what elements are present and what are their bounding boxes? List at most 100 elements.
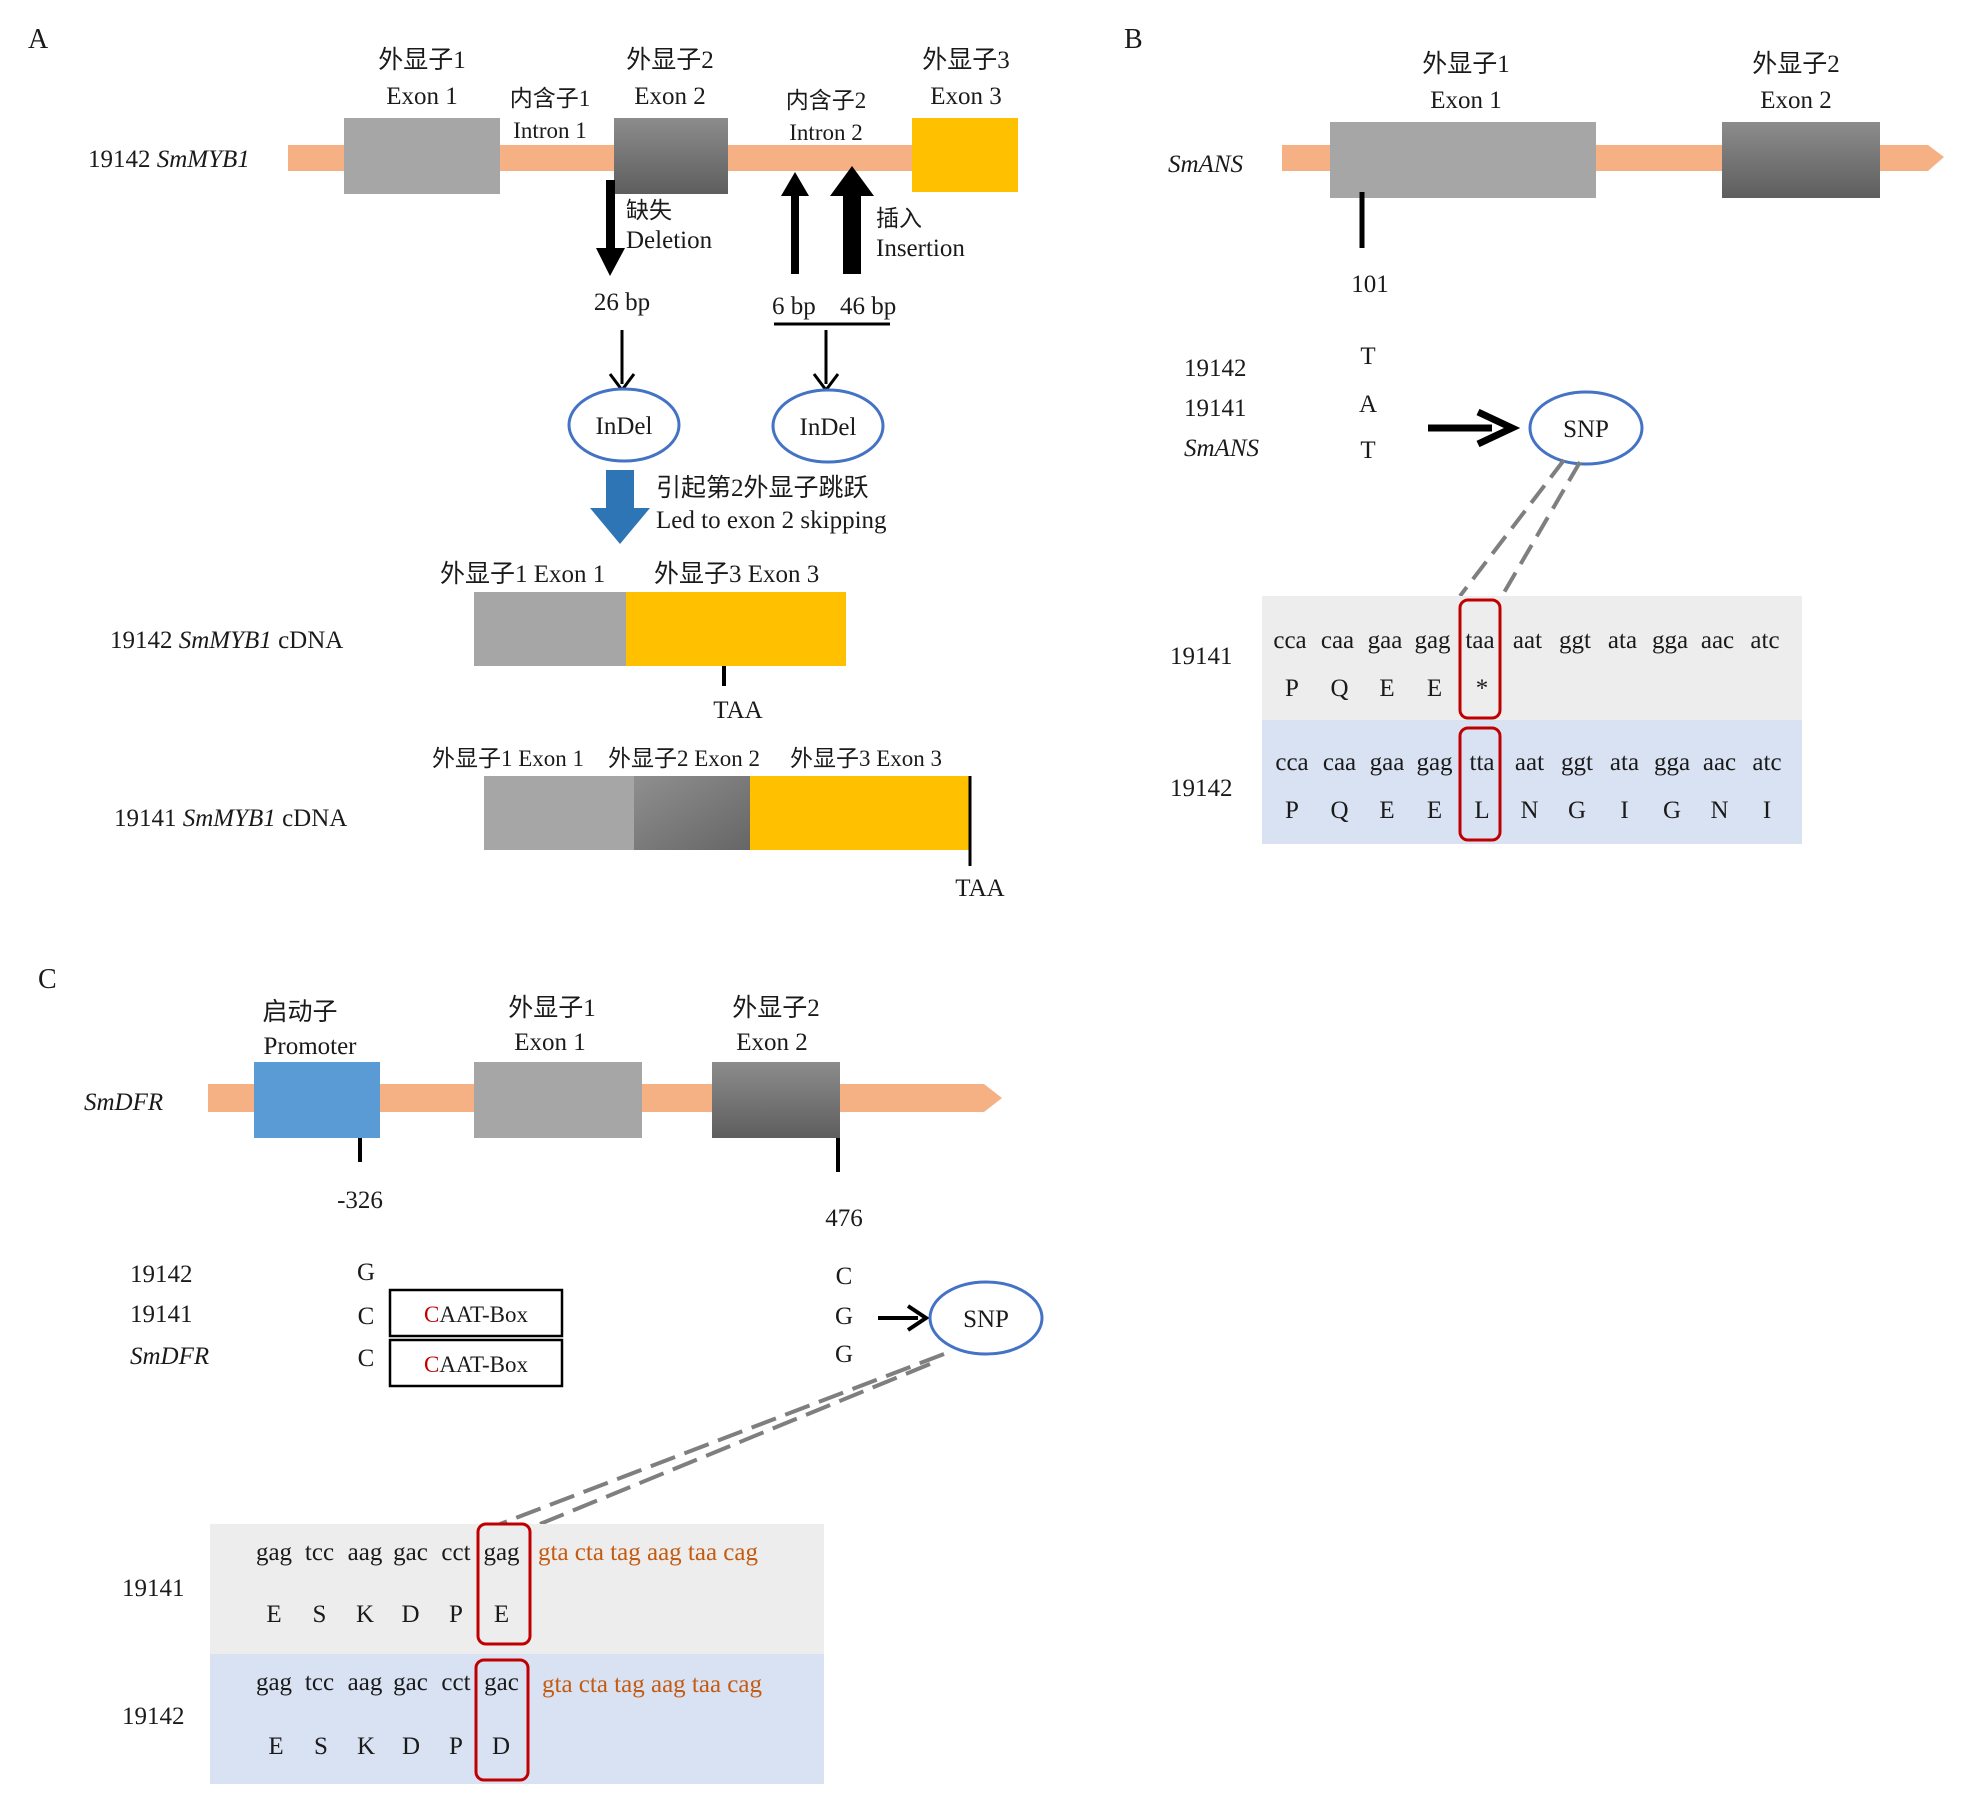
panel-c-seq-19141-tail: gta cta tag aag taa cag: [538, 1539, 758, 1566]
c-19142-aa-5: D: [492, 1733, 510, 1760]
panel-c-highlight-19141: [476, 1522, 532, 1646]
blue-down-arrow-icon: [590, 470, 650, 544]
panel-a-insertion-en: Insertion: [876, 235, 965, 262]
panel-c-row1-b1: G: [357, 1259, 375, 1286]
arrow-right-icon: [878, 1304, 930, 1332]
panel-c-seq-19141-bg: [210, 1524, 824, 1654]
panel-a-cdna2-exon2: [634, 776, 750, 850]
c-19142-aa-4: P: [449, 1733, 463, 1760]
panel-c-caat-box-1: [388, 1288, 564, 1338]
c-19141-codon-5: gag: [483, 1539, 520, 1566]
b-19141-aa-0: P: [1285, 675, 1299, 702]
b-19141-codon-4: taa: [1465, 627, 1494, 654]
panel-b-connector-left: [1458, 458, 1566, 598]
panel-b-gene-label: SmANS: [1168, 151, 1244, 178]
panel-a-insertion-size-46: 46 bp: [840, 293, 896, 320]
panel-c-row3-b2: G: [835, 1341, 853, 1368]
panel-a-indel2-label: InDel: [800, 414, 857, 441]
panel-a-cdna1-stop: TAA: [713, 697, 762, 724]
b-19142-codon-9: aac: [1703, 749, 1736, 776]
panel-a-deletion-en: Deletion: [626, 227, 713, 254]
insertion-arrow-large-icon: [830, 166, 874, 274]
panel-b-letter: B: [1124, 24, 1143, 55]
panel-a-deletion-size: 26 bp: [594, 289, 650, 316]
c-19142-codon-0: gag: [256, 1669, 293, 1696]
panel-a-exon2-en: Exon 2: [634, 83, 706, 110]
panel-c-exon1: [474, 1062, 642, 1138]
b-19142-aa-6: G: [1568, 797, 1586, 824]
c-19142-aa-3: D: [402, 1733, 420, 1760]
b-19142-aa-7: I: [1620, 797, 1628, 824]
b-19142-aa-5: N: [1520, 797, 1538, 824]
b-19141-aa-4: *: [1476, 675, 1489, 702]
panel-a-insertion-size-6: 6 bp: [772, 293, 816, 320]
panel-c-caat-label-2: CAAT-Box: [424, 1352, 528, 1377]
panel-c-promoter: [254, 1062, 380, 1138]
panel-c-connector-left: [499, 1352, 945, 1526]
panel-c-gene-label: SmDFR: [84, 1089, 163, 1116]
b-19141-codon-9: aac: [1701, 627, 1734, 654]
panel-c-caat-box-2: [388, 1338, 564, 1388]
panel-a-exon1-cn: 外显子1: [378, 46, 466, 74]
panel-c-row3-name: SmDFR: [130, 1343, 209, 1370]
panel-b-exon2: [1722, 122, 1880, 198]
c-19142-codon-5: gac: [484, 1669, 519, 1696]
panel-a-cdna1-exon1-label: 外显子1 Exon 1: [440, 560, 605, 588]
b-19141-aa-3: E: [1427, 675, 1442, 702]
panel-a-intron1-cn: 内含子1: [510, 86, 591, 111]
b-19142-codon-5: aat: [1515, 749, 1544, 776]
c-19142-aa-2: K: [357, 1733, 375, 1760]
panel-b-snp-ellipse: [1528, 390, 1644, 466]
panel-c-exon1-en: Exon 1: [514, 1029, 586, 1056]
panel-b-exon2-en: Exon 2: [1760, 87, 1832, 114]
panel-a-cdna1-exon3: [626, 592, 846, 666]
panel-b-row2-name: 19141: [1184, 395, 1247, 422]
c-19141-codon-4: cct: [441, 1539, 470, 1566]
panel-c-row3-b1: C: [358, 1345, 375, 1372]
panel-c-seq-19142-tail: gta cta tag aag taa cag: [542, 1671, 762, 1698]
panel-c-exon2-en: Exon 2: [736, 1029, 808, 1056]
panel-c-exon2: [712, 1062, 840, 1138]
b-19142-codon-8: gga: [1654, 749, 1690, 776]
panel-a-intron1-en: Intron 1: [513, 118, 586, 143]
panel-b-highlight-19141: [1458, 598, 1502, 720]
panel-c-seq-19142-bg: [210, 1654, 824, 1784]
panel-c: C SmDFR 启动子 Promoter 外显子1 Exon 1 外显子2 Ex…: [38, 964, 1044, 1784]
panel-b-seq-19141-label: 19141: [1170, 643, 1233, 670]
panel-c-seq-19141-label: 19141: [122, 1575, 185, 1602]
panel-a-intron2-en: Intron 2: [789, 120, 862, 145]
panel-a: A 19142 SmMYB1 外显子1 Exon 1 外显子2 Exon 2 外…: [28, 24, 1018, 902]
panel-a-exon3-cn: 外显子3: [922, 46, 1010, 74]
panel-c-row2-name: 19141: [130, 1301, 193, 1328]
panel-a-indel2-ellipse: [771, 388, 885, 464]
panel-b-row2-base: A: [1359, 391, 1377, 418]
panel-c-seq-19142-label: 19142: [122, 1703, 185, 1730]
panel-b-exon1: [1330, 122, 1596, 198]
arrow-right-icon: [1428, 408, 1521, 448]
panel-c-snp-label: SNP: [963, 1306, 1009, 1333]
panel-b-row3-base: T: [1360, 437, 1375, 464]
b-19142-aa-8: G: [1663, 797, 1681, 824]
panel-a-exon3-en: Exon 3: [930, 83, 1002, 110]
c-19142-aa-1: S: [314, 1733, 328, 1760]
c-19141-aa-3: D: [401, 1601, 419, 1628]
panel-b-position: 101: [1351, 271, 1389, 298]
panel-a-cdna2-label: 19141 SmMYB1 cDNA: [114, 805, 347, 832]
panel-a-exon1: [344, 118, 500, 194]
panel-c-pos1: -326: [337, 1187, 383, 1214]
b-19142-codon-2: gaa: [1370, 749, 1405, 776]
b-19142-aa-10: I: [1763, 797, 1771, 824]
c-19142-codon-3: gac: [393, 1669, 428, 1696]
panel-a-gene-label: 19142 SmMYB1: [88, 146, 250, 173]
panel-c-row2-b1: C: [358, 1303, 375, 1330]
c-19141-codon-3: gac: [393, 1539, 428, 1566]
c-19141-aa-5: E: [494, 1601, 509, 1628]
panel-a-intron2-cn: 内含子2: [786, 88, 867, 113]
b-19142-codon-4: tta: [1470, 749, 1495, 776]
panel-a-indel1-label: InDel: [596, 413, 653, 440]
